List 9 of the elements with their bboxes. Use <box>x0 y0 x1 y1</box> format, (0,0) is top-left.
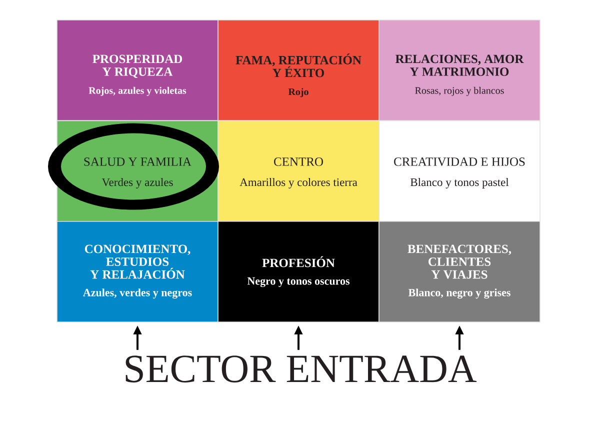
grid-cell: FAMA, REPUTACIÓN Y ÉXITO Rojo <box>218 20 380 122</box>
grid-cell: CONOCIMIENTO, ESTUDIOS Y RELAJACIÓN Azules, verdes y negros <box>56 220 218 322</box>
grid-cell: BENEFACTORES, CLIENTES Y VIAJES Blanco, negro y grises <box>378 220 540 322</box>
grid-cell: PROFESIÓN Negro y tonos oscuros <box>218 220 380 322</box>
grid-cell: PROSPERIDAD Y RIQUEZA Rojos, azules y violetas <box>56 20 218 122</box>
entrance-label: SECTOR ENTRADA <box>126 356 477 382</box>
grid-cell: RELACIONES, AMOR Y MATRIMONIO Rosas, rojos y blancos <box>378 20 540 122</box>
grid-cell: CREATIVIDAD E HIJOS Blanco y tonos pastel <box>378 120 540 222</box>
grid-cell: CENTRO Amarillos y colores tierra <box>218 120 380 222</box>
